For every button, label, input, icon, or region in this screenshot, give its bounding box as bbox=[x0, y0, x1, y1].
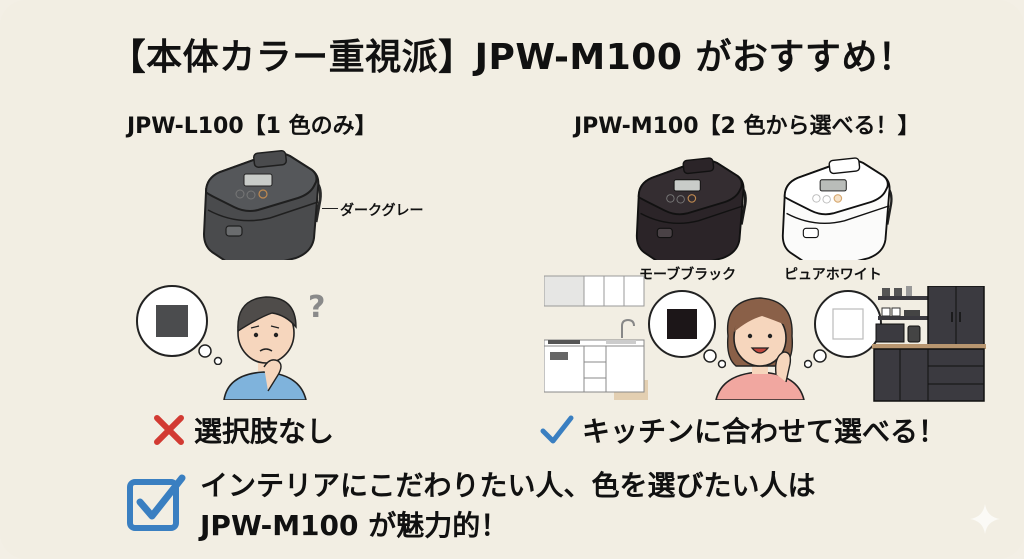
color-callout-line bbox=[322, 208, 338, 209]
page-title: 【本体カラー重視派】JPW-M100 がおすすめ！ bbox=[109, 37, 915, 78]
confused-man-icon bbox=[218, 285, 318, 400]
summary-text: インテリアにこだわりたい人、色を選びたい人は JPW-M100 が魅力的！ bbox=[200, 466, 815, 546]
right-color-label-white: ピュアホワイト bbox=[784, 267, 882, 283]
rice-cooker-pure-white-icon bbox=[774, 148, 898, 260]
right-model-heading: JPW-M100【2 色から選べる！】 bbox=[574, 114, 920, 139]
right-verdict: キッチンに合わせて選べる！ bbox=[540, 410, 946, 450]
checkbox-checked-icon bbox=[126, 472, 188, 534]
left-verdict-text: 選択肢なし bbox=[194, 415, 335, 448]
summary-line-2: JPW-M100 が魅力的！ bbox=[200, 509, 509, 542]
rice-cooker-mauve-black-icon bbox=[628, 148, 752, 260]
dark-kitchen-icon bbox=[872, 286, 986, 402]
question-mark: ? bbox=[308, 290, 326, 325]
thought-bubble-black bbox=[646, 290, 726, 370]
summary-line-1: インテリアにこだわりたい人、色を選びたい人は bbox=[200, 469, 816, 502]
thought-bubble-left bbox=[134, 285, 224, 365]
rice-cooker-dark-gray-icon bbox=[196, 140, 326, 260]
sparkle-icon bbox=[968, 502, 1002, 536]
right-color-label-black: モーブブラック bbox=[639, 267, 737, 283]
left-verdict: 選択肢なし bbox=[152, 410, 334, 450]
right-verdict-text: キッチンに合わせて選べる！ bbox=[582, 415, 947, 448]
white-kitchen-icon bbox=[544, 274, 648, 400]
happy-woman-icon bbox=[712, 288, 808, 400]
thought-bubble-white bbox=[804, 290, 884, 370]
cross-icon bbox=[152, 413, 186, 447]
left-color-label: ダークグレー bbox=[340, 203, 424, 219]
check-icon bbox=[540, 413, 574, 447]
left-model-heading: JPW-L100【1 色のみ】 bbox=[127, 114, 377, 139]
